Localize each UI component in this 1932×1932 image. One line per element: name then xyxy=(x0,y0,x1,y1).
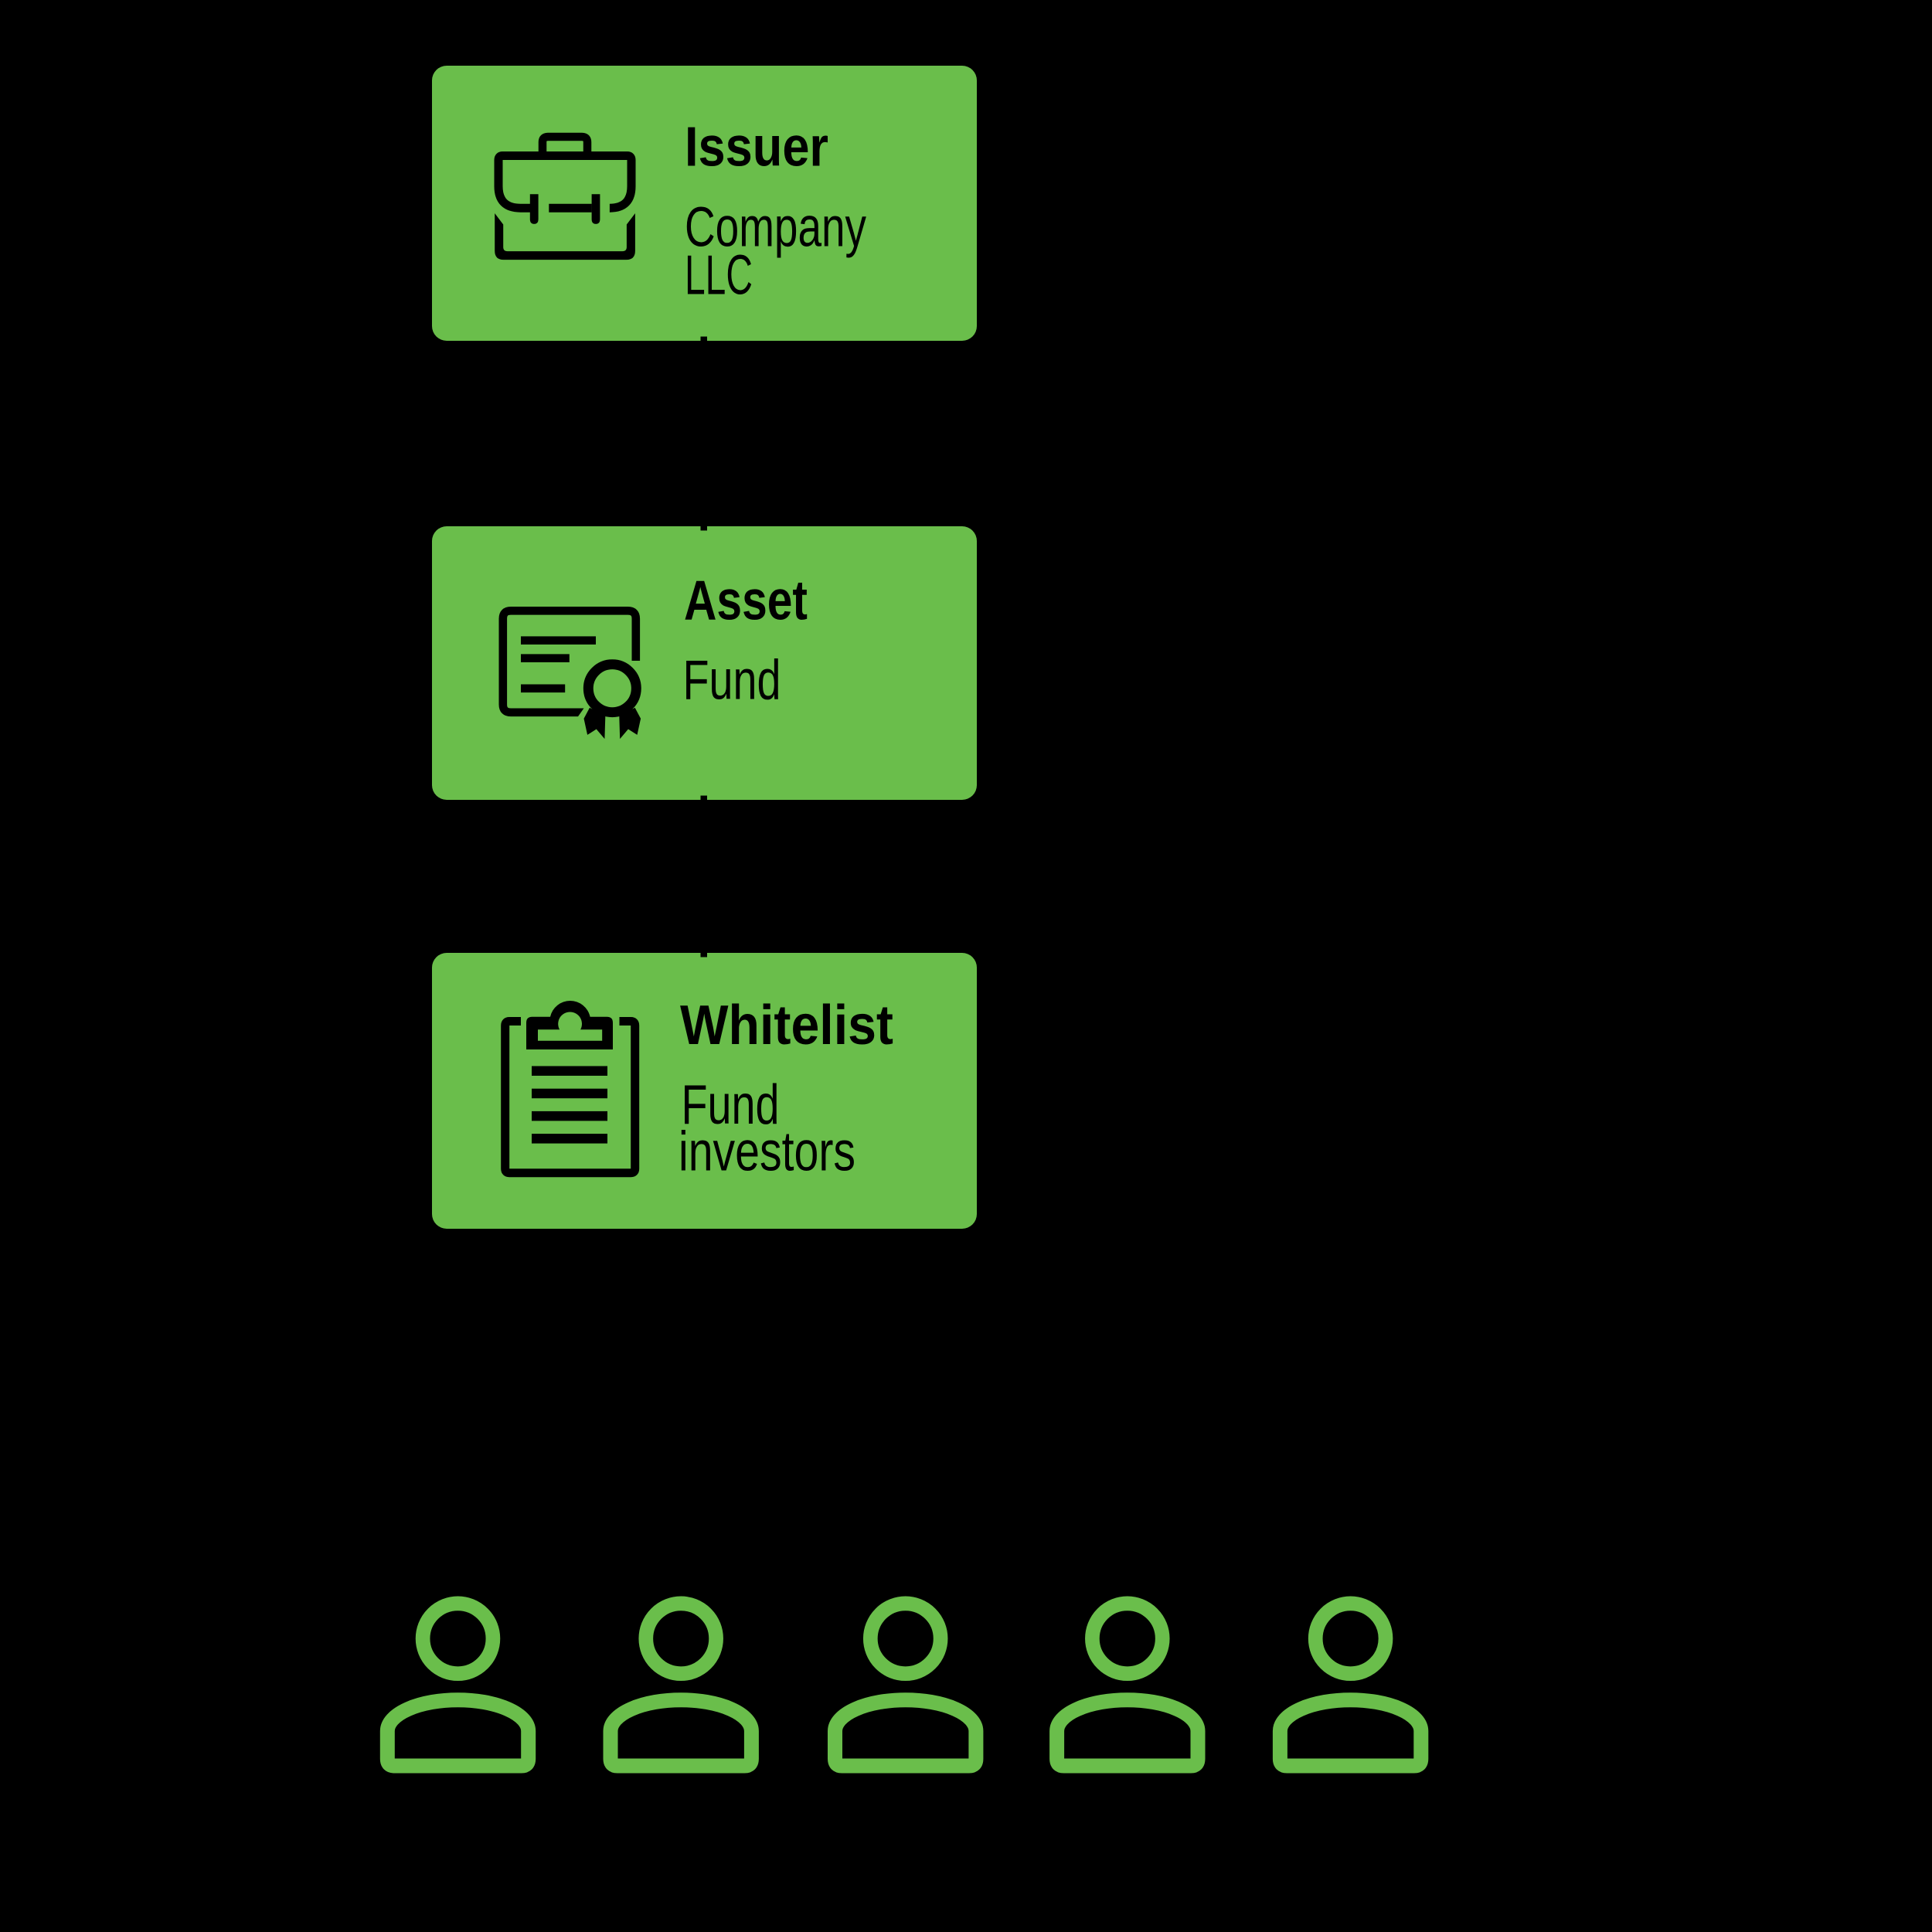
svg-text:Fund: Fund xyxy=(683,650,781,712)
svg-text:Asset: Asset xyxy=(684,570,808,632)
svg-text:investors: investors xyxy=(679,1121,855,1183)
svg-text:Issuer: Issuer xyxy=(685,117,828,179)
svg-text:Fund: Fund xyxy=(682,1074,780,1136)
svg-text:Whitelist: Whitelist xyxy=(680,995,893,1056)
svg-text:LLC: LLC xyxy=(685,245,753,307)
svg-text:Company: Company xyxy=(685,197,866,259)
